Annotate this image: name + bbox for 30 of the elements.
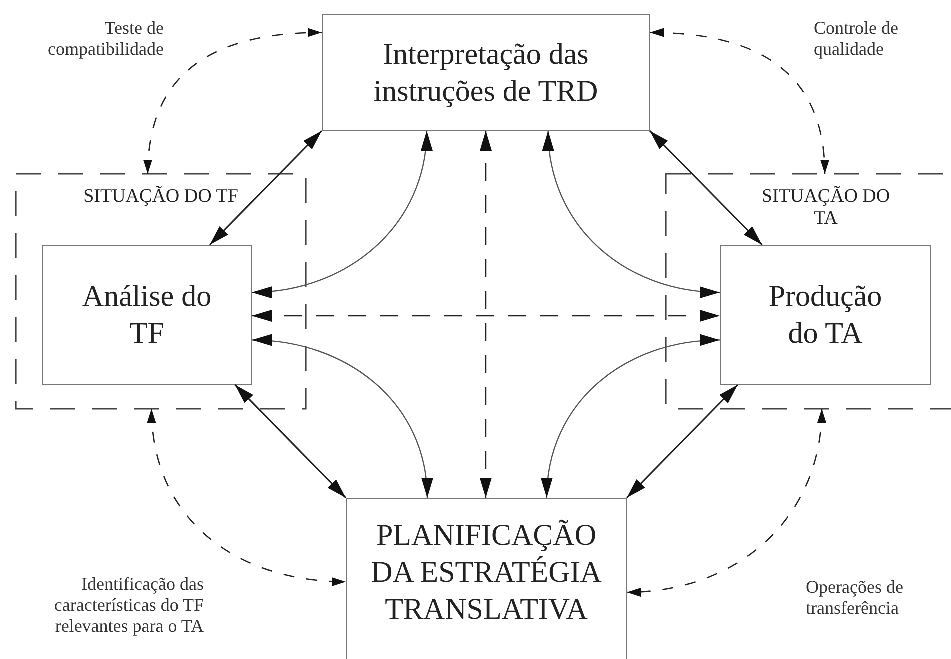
region-label: SITUAÇÃO DO TF <box>82 186 240 208</box>
process-box <box>346 498 627 659</box>
dashed-arrow <box>626 408 826 596</box>
dashed-arrow <box>650 28 829 174</box>
curved-arrow <box>544 130 720 298</box>
dashed-arrow <box>252 310 720 322</box>
box-label: Análise do TF <box>81 279 213 352</box>
double-arrow <box>234 384 347 499</box>
process-box <box>720 245 931 385</box>
annotation-text: Teste de compatibilidade <box>47 18 164 60</box>
double-arrow <box>209 130 323 246</box>
annotation-text: Identificação das características do TF relevantes para o TA <box>53 574 204 637</box>
curved-arrow <box>252 130 432 298</box>
process-box <box>322 14 650 131</box>
box-label: Produção do TA <box>768 279 884 352</box>
dashed-arrow <box>144 28 322 174</box>
dashed-arrow <box>480 131 492 498</box>
annotation-text: Operações de transferência <box>806 577 904 619</box>
box-label: Interpretação das instruções de TRD <box>372 36 600 110</box>
double-arrow <box>626 384 738 499</box>
process-box <box>42 245 252 385</box>
dashed-region <box>16 174 306 409</box>
region-label: SITUAÇÃO DO TA <box>760 186 892 230</box>
box-label: PLANIFICAÇÃO DA ESTRATÉGIA TRANSLATIVA <box>370 518 603 628</box>
curved-arrow <box>252 335 432 498</box>
annotation-text: Controle de qualidade <box>814 18 900 60</box>
dashed-arrow <box>148 408 346 586</box>
curved-arrow <box>542 335 720 498</box>
double-arrow <box>649 130 763 246</box>
dashed-region <box>666 174 951 409</box>
